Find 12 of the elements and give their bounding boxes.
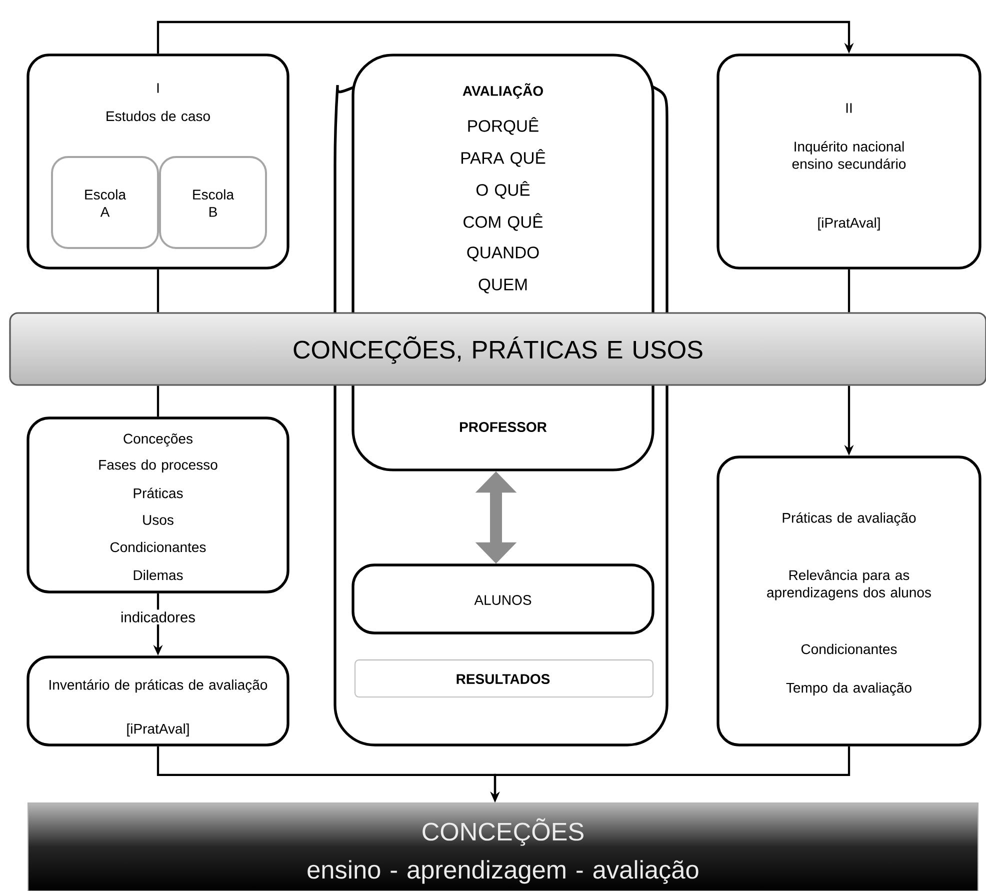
rounded-box: Inventário de práticas de avaliação [iPratAval] — [26, 656, 290, 746]
banner-band: CONCEÇÕES ensino - aprendizagem - avaliação — [27, 802, 979, 891]
edge-label: indicadores — [118, 610, 198, 624]
rounded-box: II Inquérito nacional ensino secundário [iPratAval] — [716, 54, 982, 270]
arrow — [156, 20, 854, 54]
rounded-box: Conceções Fases do processo Práticas Usos Condicionantes Dilemas — [26, 416, 290, 594]
school-box: Escola A — [51, 156, 159, 249]
rounded-box: Práticas de avaliação Relevância para as aprendizagens dos alunos Condicionantes Tempo da avaliação — [716, 456, 982, 746]
school-box: Escola B — [159, 156, 267, 249]
result-band: RESULTADOS — [354, 659, 654, 698]
rounded-box: ALUNOS — [352, 564, 654, 634]
banner-band: CONCEÇÕES, PRÁTICAS E USOS — [9, 312, 986, 386]
